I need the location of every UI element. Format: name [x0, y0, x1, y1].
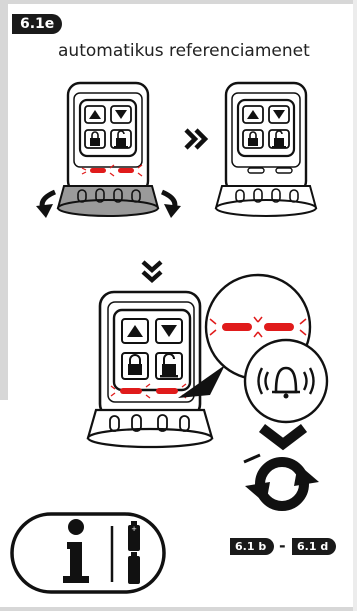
rotate-left-arrow-icon [36, 192, 55, 218]
remote-after [216, 83, 316, 216]
remote-before [58, 83, 158, 216]
info-battery-note: + [12, 514, 164, 592]
rotate-right-arrow-icon [162, 192, 181, 218]
svg-text:+: + [131, 525, 137, 533]
ref-separator: - [279, 537, 286, 554]
remote-blinking [88, 292, 212, 447]
bell-circle [245, 340, 327, 422]
double-chevron-right-icon [186, 130, 205, 148]
double-chevron-down-icon [143, 262, 161, 280]
chevron-down-icon [262, 428, 304, 444]
ref-badge-to: 6.1 d [292, 538, 336, 555]
ref-badge-from: 6.1 b [230, 538, 274, 555]
sync-arrows-icon [244, 455, 319, 506]
